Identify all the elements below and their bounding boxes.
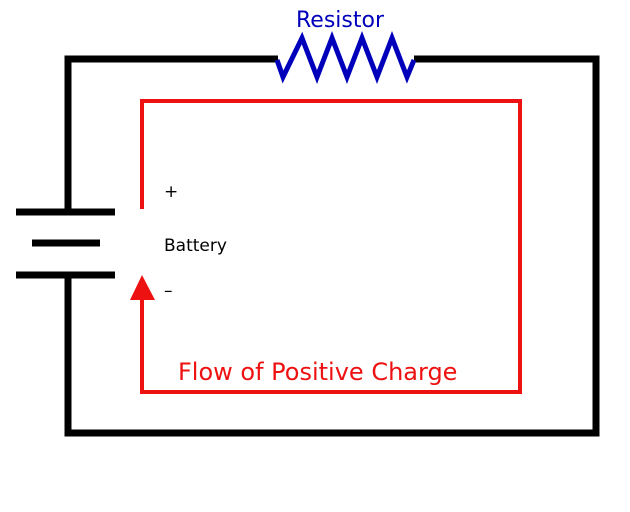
flow-arrowhead-icon bbox=[130, 275, 155, 300]
resistor-symbol bbox=[274, 31, 417, 84]
flow-path bbox=[140, 99, 522, 394]
battery-label: Battery bbox=[164, 236, 227, 256]
battery-minus-label: – bbox=[164, 281, 173, 301]
battery-plus-label: + bbox=[164, 182, 178, 202]
resistor-label: Resistor bbox=[296, 8, 385, 33]
flow-label: Flow of Positive Charge bbox=[178, 358, 457, 386]
wire-top-left bbox=[64, 55, 278, 212]
wire-right bbox=[64, 55, 600, 437]
